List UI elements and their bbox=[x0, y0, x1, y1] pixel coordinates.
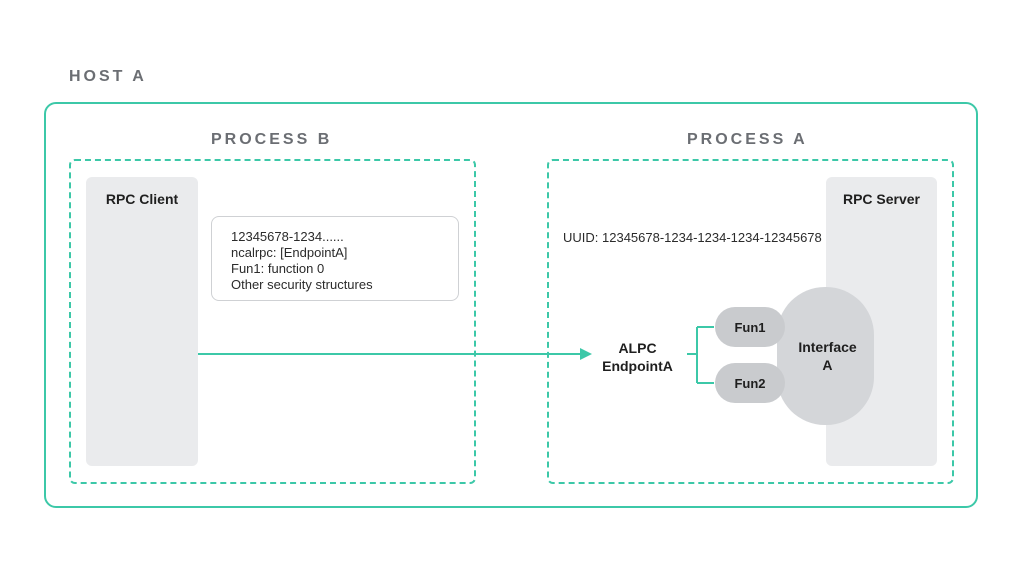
process-a-title: PROCESS A bbox=[687, 131, 808, 148]
info-line-function: Fun1: function 0 bbox=[231, 261, 325, 276]
rpc-client-panel: RPC Client bbox=[86, 177, 198, 466]
binding-info-box: 12345678-1234...... ncalrpc: [EndpointA]… bbox=[211, 216, 459, 301]
info-line-protocol: ncalrpc: [EndpointA] bbox=[231, 245, 348, 260]
host-container bbox=[44, 102, 978, 508]
process-a-container bbox=[547, 159, 954, 484]
endpoint-line-2: EndpointA bbox=[602, 358, 673, 374]
interface-a-shape: Interface A bbox=[777, 287, 874, 425]
endpoint-line-1: ALPC bbox=[618, 340, 657, 356]
process-b-title: PROCESS B bbox=[211, 131, 333, 148]
interface-line-2: A bbox=[822, 357, 833, 373]
info-line-uuid: 12345678-1234...... bbox=[231, 229, 344, 244]
alpc-endpoint-label: ALPC EndpointA bbox=[590, 339, 685, 375]
fun1-pill: Fun1 bbox=[715, 307, 785, 347]
info-line-security: Other security structures bbox=[231, 277, 373, 292]
rpc-server-label: RPC Server bbox=[842, 191, 921, 207]
endpoint-bracket bbox=[687, 326, 714, 384]
process-b-container bbox=[69, 159, 476, 484]
request-arrowhead bbox=[580, 348, 592, 360]
fun2-pill: Fun2 bbox=[715, 363, 785, 403]
rpc-client-label: RPC Client bbox=[105, 191, 179, 207]
interface-line-1: Interface bbox=[798, 339, 857, 355]
uuid-label: UUID: 12345678-1234-1234-1234-12345678 bbox=[563, 230, 822, 245]
host-title: HOST A bbox=[69, 68, 147, 85]
